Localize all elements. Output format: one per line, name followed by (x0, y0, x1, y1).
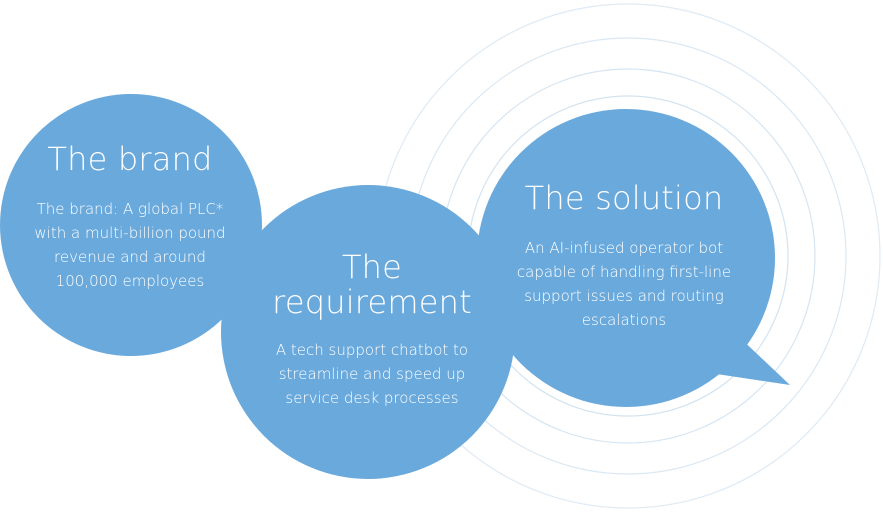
requirement-description: A tech support chatbot to streamline and… (275, 341, 469, 408)
brand-title: The brand (47, 140, 213, 178)
solution-bubble: The solution An AI-infused operator bot … (478, 179, 770, 332)
brand-bubble: The brand The brand: A global PLC* with … (0, 140, 260, 293)
solution-title: The solution (524, 179, 724, 217)
brand-circle (0, 94, 262, 356)
brand-description: The brand: A global PLC* with a multi-bi… (34, 200, 226, 291)
solution-description: An AI-infused operator bot capable of ha… (516, 239, 732, 330)
requirement-title: The requirement (272, 248, 472, 322)
solution-speech-bubble (477, 109, 790, 407)
requirement-circle (221, 185, 515, 479)
requirement-bubble: The requirement A tech support chatbot t… (222, 248, 522, 410)
